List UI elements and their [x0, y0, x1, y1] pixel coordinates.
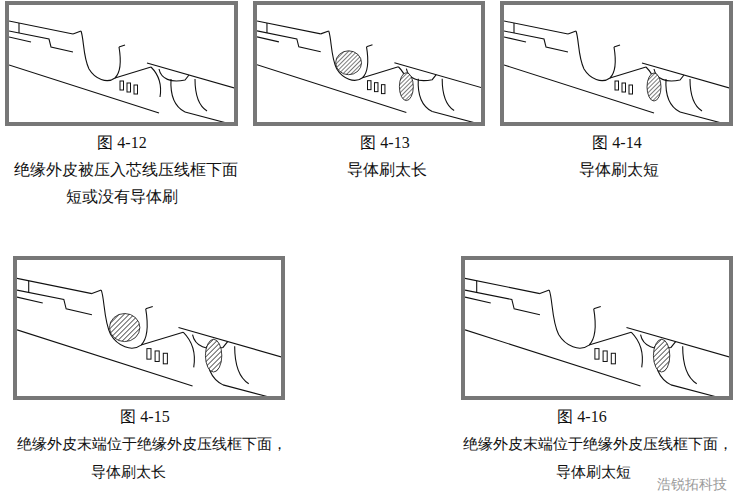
figure-number: 图 4-14 [592, 133, 641, 152]
figure-frame [255, 3, 483, 124]
caption: 短或没有导体刷 [66, 187, 178, 206]
caption: 导体刷太长 [91, 463, 166, 481]
caption: 导体刷太短 [579, 160, 659, 179]
terminal-drawing [465, 278, 729, 396]
figure-number: 图 4-15 [120, 407, 169, 426]
conductor-brush [109, 313, 139, 341]
watermark: 浩锐拓科技 [657, 476, 727, 493]
terminal-drawing [257, 21, 481, 122]
terminal-drawing [17, 278, 281, 396]
conductor-strands [647, 73, 661, 101]
conductor-strands [205, 339, 221, 372]
figure-number: 图 4-12 [97, 133, 146, 152]
conductor-strands [653, 339, 669, 372]
conductor-brush [336, 51, 362, 75]
terminal-drawing [9, 21, 234, 122]
figure-number: 图 4-16 [557, 407, 606, 426]
caption: 导体刷太长 [347, 160, 427, 179]
terminal-drawing [504, 21, 729, 122]
caption: 绝缘外皮末端位于绝缘外皮压线框下面， [463, 435, 733, 453]
figure-number: 图 4-13 [360, 133, 409, 152]
caption: 绝缘外皮末端位于绝缘外皮压线框下面， [17, 435, 287, 453]
conductor-strands [399, 73, 413, 101]
caption: 绝缘外皮被压入芯线压线框下面 [14, 160, 238, 179]
figure-frame [7, 3, 236, 124]
figure-frame [502, 3, 731, 124]
caption: 导体刷太短 [556, 463, 631, 481]
